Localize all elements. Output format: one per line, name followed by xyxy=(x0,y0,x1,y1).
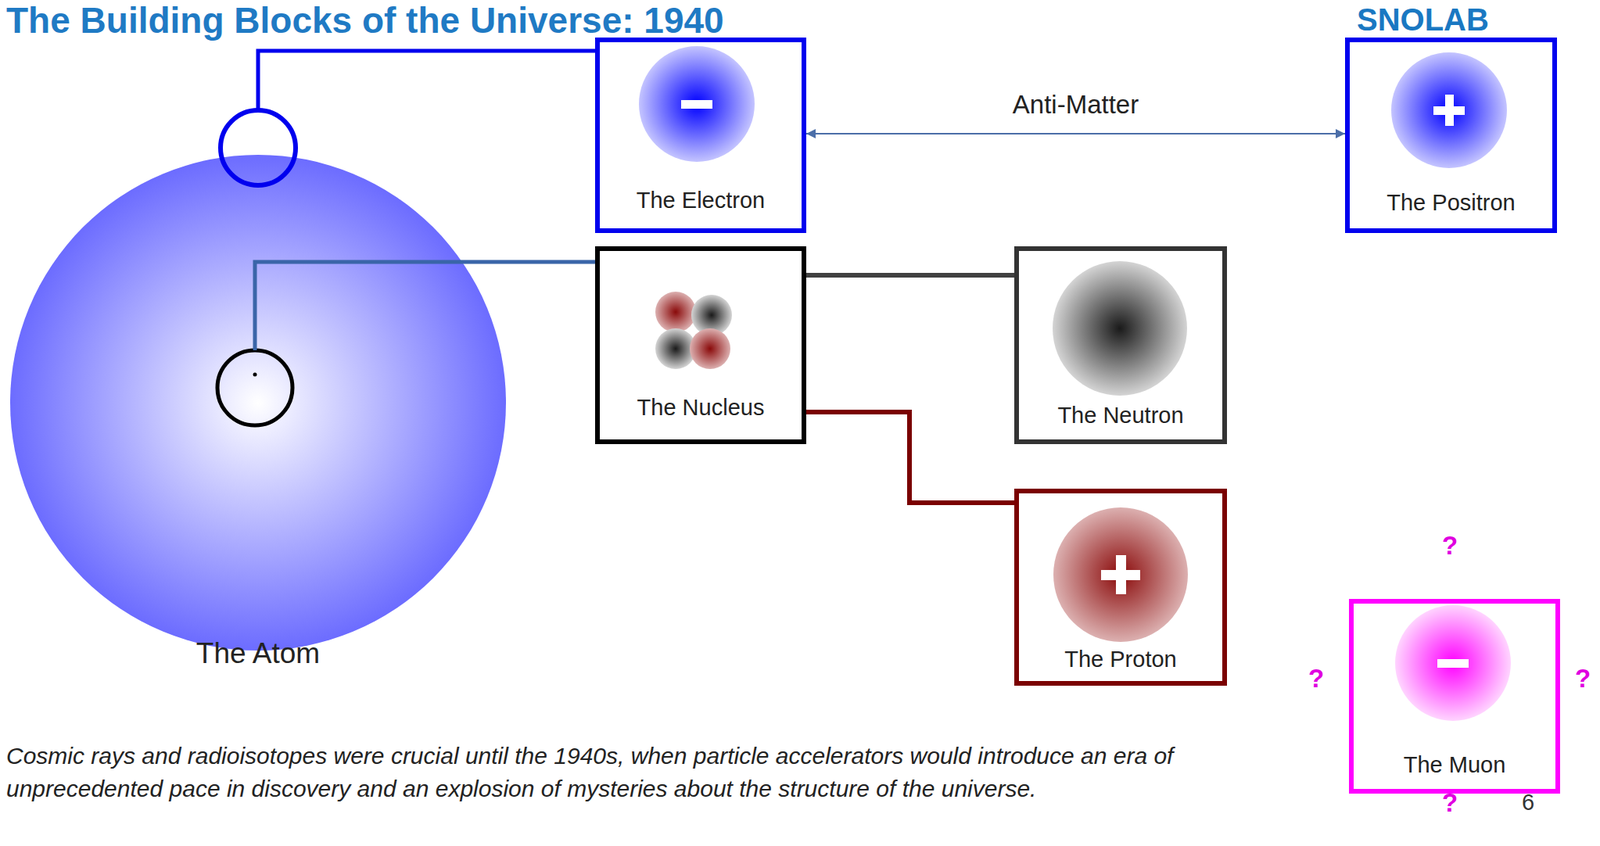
slide-title: The Building Blocks of the Universe: 194… xyxy=(6,0,725,41)
proton-sphere xyxy=(689,328,731,370)
question-mark-holder: ? xyxy=(1442,530,1458,561)
caption-text: Cosmic rays and radioisotopes were cruci… xyxy=(6,739,1258,806)
logo-text: SNOLAB xyxy=(1356,1,1489,38)
nucleus-dot xyxy=(253,373,258,377)
edge-label: Anti-Matter xyxy=(1009,89,1142,120)
logo-text-holder: SNOLAB xyxy=(1356,1,1489,38)
node-label: The Electron xyxy=(636,186,765,215)
question-mark-holder: ? xyxy=(1574,663,1591,694)
node-label: The Neutron xyxy=(1057,401,1184,430)
muon-ball xyxy=(1395,605,1511,722)
electron-ball xyxy=(638,46,755,162)
node-label: The Positron xyxy=(1386,189,1515,217)
positron-ball xyxy=(1391,52,1507,169)
neutron-ball xyxy=(1052,261,1188,396)
proton-ball xyxy=(1053,507,1188,643)
question-mark: ? xyxy=(1308,663,1324,694)
node-label: The Muon xyxy=(1403,751,1507,779)
question-mark: ? xyxy=(1574,663,1591,694)
minus-sign xyxy=(681,100,713,109)
question-mark: ? xyxy=(1442,788,1458,818)
edge-label-holder: Anti-Matter xyxy=(1009,89,1142,120)
plus-sign xyxy=(1115,555,1127,595)
connector xyxy=(806,132,1346,135)
atom-circle xyxy=(10,154,506,651)
node-label: The Proton xyxy=(1064,645,1177,674)
connector xyxy=(806,272,1015,278)
question-mark: ? xyxy=(1442,530,1458,561)
atom-node: The Atom xyxy=(10,154,506,671)
page-number-holder: 6 xyxy=(1521,789,1535,816)
node-label: The Atom xyxy=(196,636,320,671)
page-number: 6 xyxy=(1521,789,1535,816)
question-mark-holder: ? xyxy=(1442,788,1458,818)
question-mark-holder: ? xyxy=(1308,663,1324,694)
minus-sign xyxy=(1437,659,1469,668)
plus-sign xyxy=(1445,94,1454,126)
proton-sphere xyxy=(655,291,696,333)
connector xyxy=(806,412,1015,503)
connector xyxy=(258,50,596,111)
caption-text-holder: Cosmic rays and radioisotopes were cruci… xyxy=(6,739,1258,806)
slide-title-holder: The Building Blocks of the Universe: 194… xyxy=(6,0,725,41)
node-label: The Nucleus xyxy=(637,394,765,422)
